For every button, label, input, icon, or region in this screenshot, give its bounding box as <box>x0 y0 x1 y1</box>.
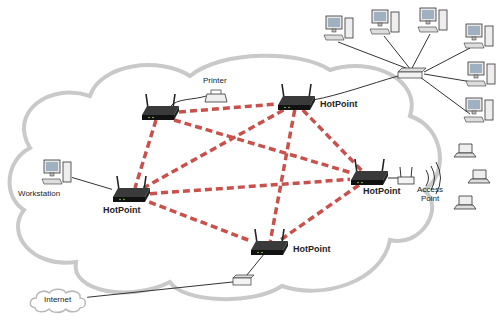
device-label: Printer <box>203 77 225 86</box>
mesh-link <box>303 110 362 171</box>
hotpoint-router: HotPoint <box>250 241 288 255</box>
switch-icon <box>398 68 426 78</box>
device-icon <box>42 160 72 186</box>
router-label: HotPoint <box>362 187 402 197</box>
mesh-link <box>150 179 350 193</box>
network-cable <box>72 177 112 189</box>
device-label: Access Point <box>412 186 448 204</box>
laptop-icon <box>454 144 476 157</box>
internet-cloud: Internet <box>28 288 87 313</box>
mesh-link <box>149 202 251 241</box>
computer-icon <box>466 62 495 86</box>
router-icon <box>142 94 179 120</box>
mesh-link <box>144 110 284 188</box>
network-cable <box>87 255 263 297</box>
laptop-icon <box>454 196 476 209</box>
computer-icon <box>464 98 493 122</box>
modem-icon <box>233 275 254 285</box>
network-cable <box>388 178 398 179</box>
device-icon <box>205 90 227 102</box>
router-label: HotPoint <box>292 245 332 255</box>
hotpoint-router: HotPoint <box>112 188 150 202</box>
computer-icon <box>324 16 353 40</box>
router-icon <box>250 241 288 255</box>
router-icon <box>277 96 315 110</box>
hotpoint-router: HotPoint <box>277 96 315 110</box>
computer-icon <box>370 10 399 34</box>
access-point-node: Access Point <box>398 172 414 184</box>
router-icon <box>112 188 150 202</box>
device-icon <box>398 172 414 184</box>
laptop-icon <box>468 170 490 183</box>
workstation-node: Workstation <box>42 160 72 186</box>
network-cables <box>170 34 472 114</box>
mesh-link <box>279 185 359 241</box>
computer-icon <box>464 24 493 48</box>
device-label: Workstation <box>18 190 48 199</box>
router-label: HotPoint <box>102 206 142 216</box>
router-icon <box>350 171 388 185</box>
printer-node: Printer <box>205 90 227 102</box>
hotpoint-router: HotPoint <box>350 171 388 185</box>
device-label: Internet <box>44 296 71 305</box>
computer-icon <box>418 8 447 32</box>
router-label: HotPoint <box>319 100 359 110</box>
mesh-link <box>270 110 294 241</box>
mesh-cloud <box>10 56 440 299</box>
